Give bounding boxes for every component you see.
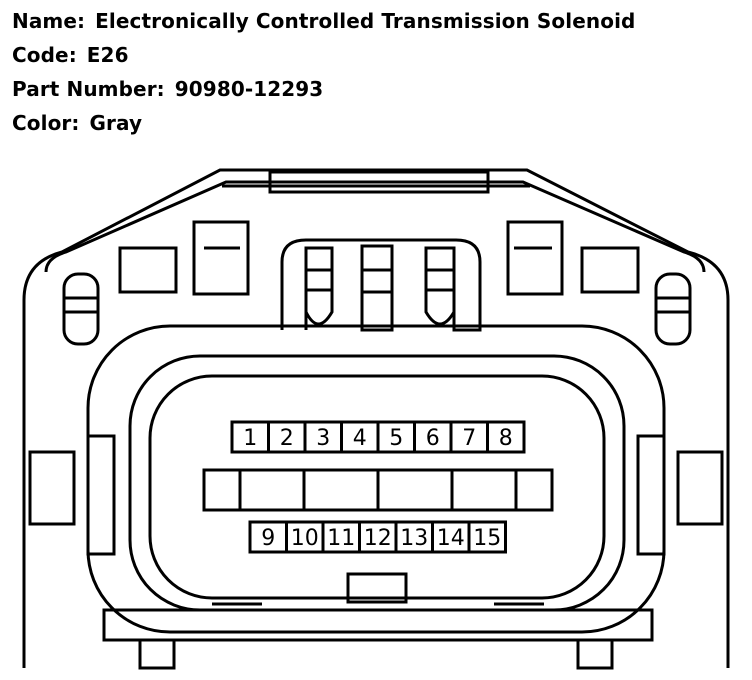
outer-side-lock-right [676, 450, 724, 526]
bottom-key [346, 572, 408, 604]
part-number-value: 90980-12293 [174, 77, 324, 101]
center-guide-finger-left [304, 246, 334, 326]
cavity-shell-inner [148, 374, 606, 600]
key-slot-left [192, 220, 250, 296]
pin-label-2: 2 [280, 426, 294, 451]
pin-label-8: 8 [499, 426, 513, 451]
name-label: Name: [12, 9, 86, 33]
pin-label-5: 5 [389, 426, 403, 451]
key-block-left [118, 246, 178, 294]
pin-label-11: 11 [327, 526, 355, 551]
side-rib-right [654, 272, 692, 346]
part-number-label: Part Number: [12, 77, 165, 101]
code-line: Code: E26 [12, 40, 635, 74]
pin-cell-8 [486, 420, 526, 454]
color-line: Color: Gray [12, 108, 635, 142]
side-rib-left [62, 272, 100, 346]
base-leg-left [138, 638, 176, 670]
color-value: Gray [89, 111, 143, 135]
pin-label-6: 6 [426, 426, 440, 451]
latch-top [268, 170, 490, 194]
part-number-line: Part Number: 90980-12293 [12, 74, 635, 108]
name-line: Name: Electronically Controlled Transmiss… [12, 6, 635, 40]
outer-side-lock-left [28, 450, 76, 526]
pin-label-10: 10 [291, 526, 319, 551]
pin-label-1: 1 [243, 426, 257, 451]
divider-end-left [202, 468, 242, 512]
pin-label-3: 3 [316, 426, 330, 451]
pin-label-9: 9 [261, 526, 275, 551]
center-guide-finger-mid [360, 244, 394, 332]
connector-info: Name: Electronically Controlled Transmiss… [12, 6, 635, 142]
pin-label-12: 12 [364, 526, 392, 551]
color-label: Color: [12, 111, 80, 135]
pin-label-14: 14 [437, 526, 465, 551]
pin-label-15: 15 [473, 526, 501, 551]
cavity-side-tab-left [86, 434, 116, 556]
pin-label-7: 7 [462, 426, 476, 451]
cavity-side-tab-right [636, 434, 666, 556]
connector-housing-outline [22, 168, 730, 668]
base-flange [102, 608, 654, 642]
pin-label-13: 13 [400, 526, 428, 551]
center-guide-finger-right [424, 246, 456, 326]
code-value: E26 [86, 43, 129, 67]
divider-end-right [514, 468, 554, 512]
pin-label-4: 4 [353, 426, 367, 451]
code-label: Code: [12, 43, 77, 67]
key-slot-right [506, 220, 564, 296]
name-value: Electronically Controlled Transmission S… [95, 9, 636, 33]
key-block-right [580, 246, 640, 294]
base-leg-right [576, 638, 614, 670]
pin-row-bottom: 9 10 11 12 13 14 15 [248, 520, 507, 554]
housing-top-inner [44, 180, 706, 273]
pin-cell-15 [467, 520, 507, 554]
